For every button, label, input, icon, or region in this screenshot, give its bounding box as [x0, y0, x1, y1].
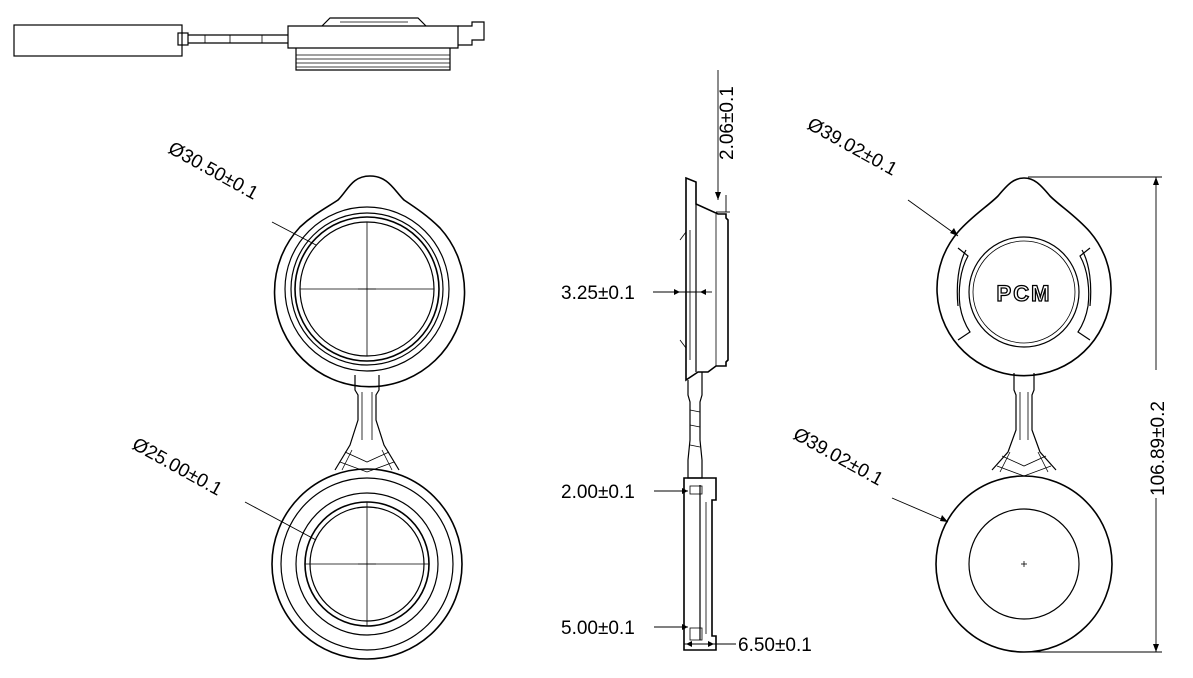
dim-side-lip-thickness: 2.06±0.1	[717, 86, 738, 160]
dim-side-plug-depth: 6.50±0.1	[738, 635, 812, 656]
rear-view	[891, 176, 1162, 653]
pcm-logo: PCM	[997, 281, 1052, 306]
dim-rear-bottom-diameter: Ø39.02±0.1	[790, 424, 887, 490]
dim-front-bottom-diameter: Ø25.00±0.1	[129, 434, 226, 500]
dim-side-plug-base: 5.00±0.1	[561, 618, 635, 639]
side-view	[653, 70, 736, 651]
front-view	[244, 175, 466, 660]
top-profile-view	[13, 17, 485, 71]
dim-front-top-diameter: Ø30.50±0.1	[165, 138, 262, 204]
dim-side-plug-lip: 2.00±0.1	[561, 482, 635, 503]
dim-overall-length: 106.89±0.2	[1148, 401, 1169, 496]
dim-side-cap-thickness: 3.25±0.1	[561, 283, 635, 304]
dim-rear-top-diameter: Ø39.02±0.1	[804, 114, 901, 180]
